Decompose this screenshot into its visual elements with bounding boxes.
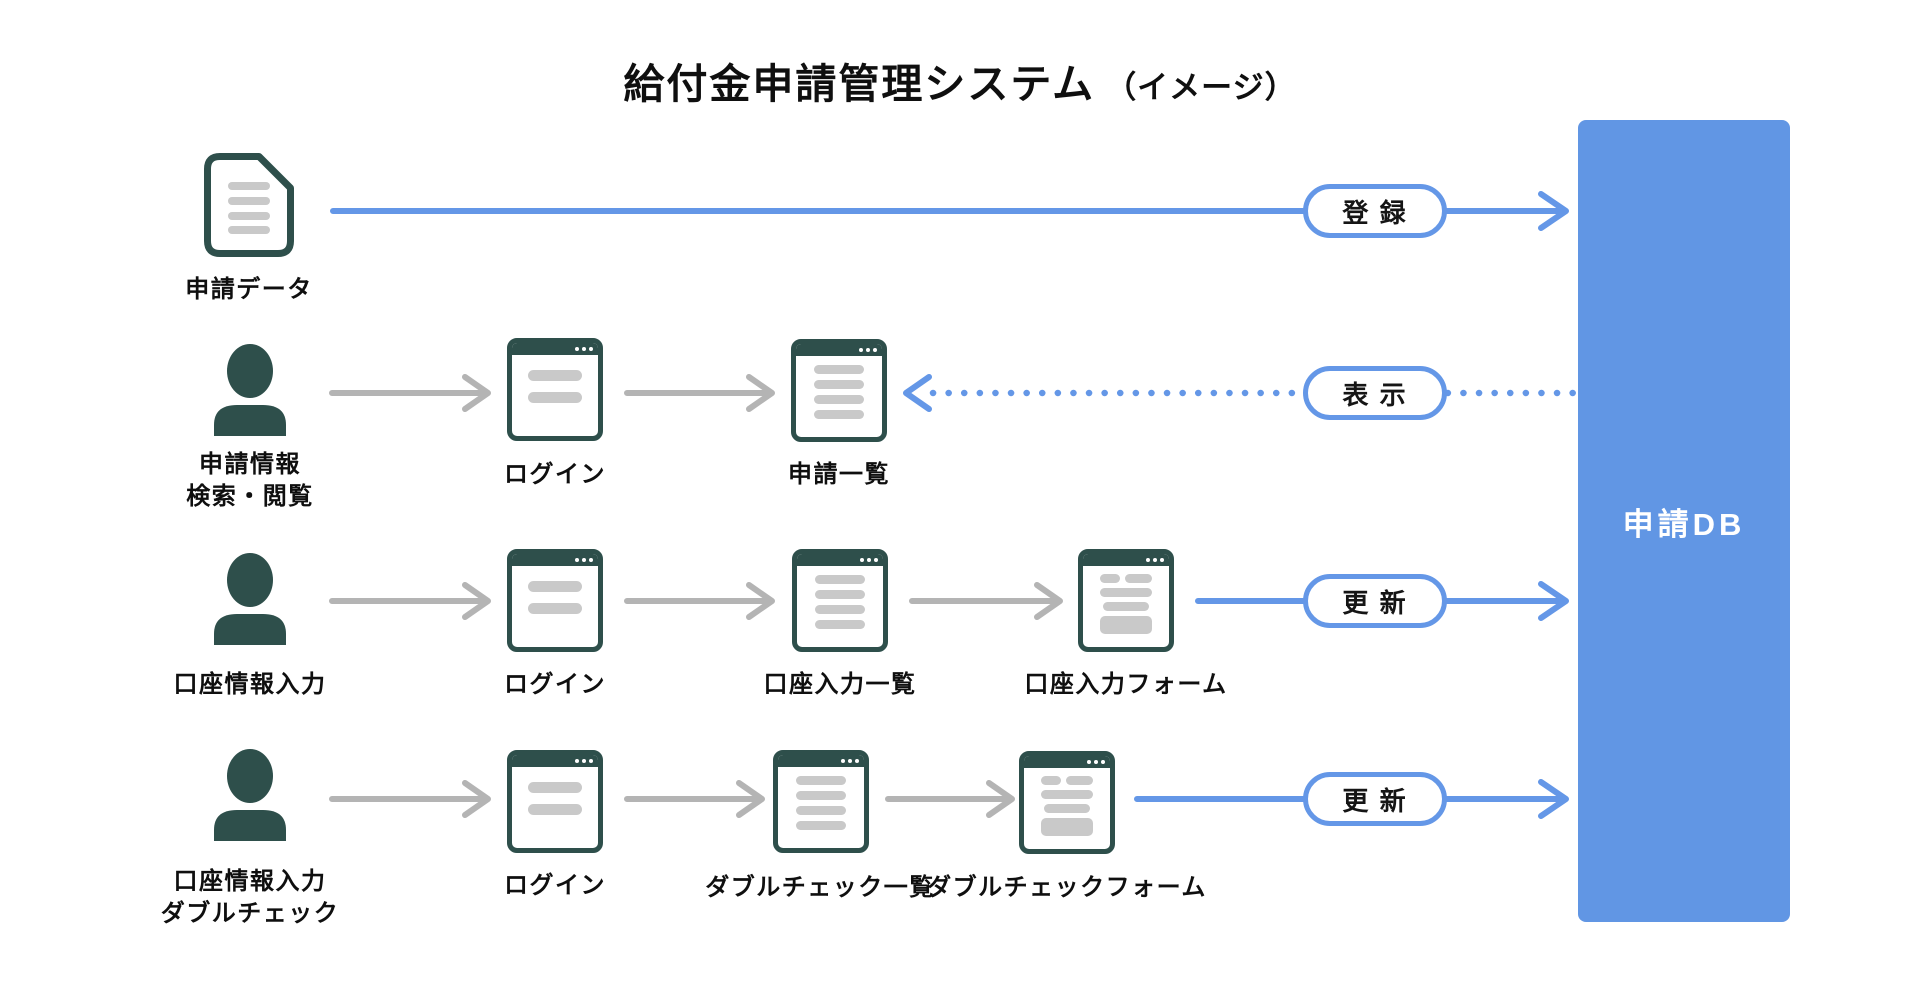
label-actor-row4-line2: ダブルチェック: [160, 900, 340, 927]
label-actor-row4-line1: 口座情報入力: [173, 868, 327, 895]
window-dot: [575, 558, 579, 562]
window-dot: [589, 558, 593, 562]
browser-titlebar: [796, 344, 882, 356]
browser-titlebar: [1024, 756, 1110, 768]
browser-window-account-form: [1078, 549, 1174, 652]
window-dot: [860, 558, 864, 562]
window-dot: [873, 348, 877, 352]
browser-content-login: [512, 355, 598, 403]
action-badge-display: 表 示: [1303, 366, 1447, 420]
window-dot: [582, 759, 586, 763]
window-dot: [575, 347, 579, 351]
browser-content-form: [1024, 768, 1110, 836]
window-dot: [1094, 760, 1098, 764]
document-icon: [204, 153, 294, 257]
action-badge-update-row3: 更 新: [1303, 574, 1447, 628]
label-application-list: 申請一覧: [788, 461, 890, 488]
user-icon-row2: [214, 344, 286, 436]
browser-content-login: [512, 566, 598, 614]
action-badge-register: 登 録: [1303, 184, 1447, 238]
window-dot: [1101, 760, 1105, 764]
label-application-data: 申請データ: [185, 276, 313, 303]
window-dot: [582, 558, 586, 562]
label-actor-row2: 申請情報 検索・閲覧: [186, 449, 314, 513]
arrow-row3-user-to-login: [329, 582, 491, 620]
window-dot: [1153, 558, 1157, 562]
browser-content-list: [797, 566, 883, 629]
label-login-row2: ログイン: [504, 461, 606, 488]
label-account-list: 口座入力一覧: [763, 671, 917, 698]
label-login-row3: ログイン: [504, 671, 606, 698]
browser-content-list: [796, 356, 882, 419]
window-dot: [874, 558, 878, 562]
arrow-row2-user-to-login: [329, 374, 491, 412]
label-account-form: 口座入力フォーム: [1024, 671, 1228, 698]
action-badge-update-row4: 更 新: [1303, 772, 1447, 826]
label-login-row4: ログイン: [504, 872, 606, 899]
arrow-display-head: [903, 374, 932, 412]
arrow-row4-login-to-list: [624, 780, 765, 818]
browser-window-account-list: [792, 549, 888, 652]
page-title-note: （イメージ）: [1105, 70, 1297, 105]
window-dot: [582, 347, 586, 351]
window-dot: [575, 759, 579, 763]
window-dot: [1160, 558, 1164, 562]
window-dot: [855, 759, 859, 763]
browser-titlebar: [778, 755, 864, 767]
label-actor-row4: 口座情報入力 ダブルチェック: [161, 866, 340, 930]
label-doublecheck-form: ダブルチェックフォーム: [927, 874, 1207, 901]
blue-arrows: [330, 191, 1582, 819]
browser-window-login-row4: [507, 750, 603, 853]
browser-titlebar: [1083, 554, 1169, 566]
browser-content-form: [1083, 566, 1169, 634]
window-dot: [866, 348, 870, 352]
browser-window-doublecheck-list: [773, 750, 869, 853]
window-dot: [589, 759, 593, 763]
window-dot: [841, 759, 845, 763]
window-dot: [867, 558, 871, 562]
browser-titlebar: [512, 755, 598, 767]
browser-titlebar: [512, 554, 598, 566]
page-title: 給付金申請管理システム （イメージ）: [0, 50, 1920, 110]
arrow-row4-user-to-login: [329, 780, 491, 818]
arrow-row3-list-to-form: [909, 582, 1063, 620]
browser-content-list: [778, 767, 864, 830]
database-label: 申請DB: [1622, 506, 1746, 542]
browser-window-login-row3: [507, 549, 603, 652]
arrow-row4-list-to-form: [885, 780, 1015, 818]
page-title-main: 給付金申請管理システム: [623, 61, 1096, 107]
window-dot: [848, 759, 852, 763]
arrow-row2-login-to-list: [624, 374, 775, 412]
label-doublecheck-list: ダブルチェック一覧: [705, 874, 935, 901]
browser-window-application-list: [791, 339, 887, 442]
browser-window-doublecheck-form: [1019, 751, 1115, 854]
browser-window-login-row2: [507, 338, 603, 441]
database-box: 申請DB: [1578, 120, 1790, 922]
browser-content-login: [512, 767, 598, 815]
label-actor-row2-line2: 検索・閲覧: [186, 483, 314, 510]
user-icon-row3: [214, 553, 286, 645]
browser-titlebar: [797, 554, 883, 566]
window-dot: [589, 347, 593, 351]
label-actor-row3: 口座情報入力: [173, 671, 327, 698]
window-dot: [859, 348, 863, 352]
user-icon-row4: [214, 749, 286, 841]
gray-arrows: [329, 374, 1063, 818]
label-actor-row2-line1: 申請情報: [199, 451, 301, 478]
arrow-row3-login-to-list: [624, 582, 775, 620]
window-dot: [1087, 760, 1091, 764]
browser-titlebar: [512, 343, 598, 355]
window-dot: [1146, 558, 1150, 562]
